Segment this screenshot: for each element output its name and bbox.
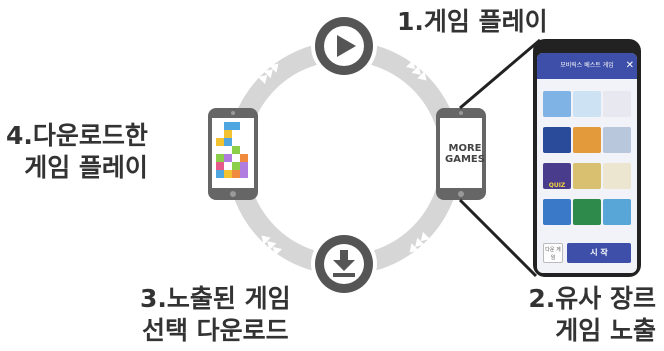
- step-3-label: 3.노출된 게임 선택 다운로드: [140, 283, 291, 347]
- game-thumb[interactable]: [603, 127, 631, 153]
- step-1-label: 1.게임 플레이: [397, 7, 548, 36]
- ring-arrows: [257, 59, 431, 257]
- left-phone: [208, 108, 258, 200]
- game-thumb[interactable]: [603, 91, 631, 117]
- popup-phone: 모비릭스 베스트 게임 ✕ QUIZ 다운 게임 시 작: [533, 39, 641, 277]
- game-thumb[interactable]: [543, 199, 571, 225]
- arrow-top-left: [257, 63, 279, 85]
- start-button[interactable]: 시 작: [567, 243, 631, 263]
- zoom-line-top: [459, 38, 541, 110]
- step-2-line1: 2.유사 장르: [528, 284, 656, 313]
- step-4-label: 4.다운로드한 게임 플레이: [6, 120, 148, 184]
- game-thumb[interactable]: [573, 91, 601, 117]
- game-thumb[interactable]: [603, 163, 631, 189]
- more-games-line2: GAMES: [445, 154, 485, 165]
- arrow-bottom-left: [261, 235, 283, 257]
- step-4-line1: 4.다운로드한: [6, 121, 148, 150]
- game-thumb[interactable]: [573, 127, 601, 153]
- game-thumb[interactable]: [573, 199, 601, 225]
- popup-header-title: 모비릭스 베스트 게임: [560, 62, 614, 69]
- more-games-text: MORE GAMES: [443, 143, 487, 165]
- game-thumb[interactable]: [603, 199, 631, 225]
- step-3-line1: 3.노출된 게임: [140, 284, 291, 313]
- thumb-caption-quiz: QUIZ: [548, 182, 566, 189]
- play-icon: [311, 13, 377, 79]
- download-icon: [311, 231, 377, 297]
- game-thumb[interactable]: [543, 127, 571, 153]
- download-game-button[interactable]: 다운 게임: [543, 243, 563, 263]
- game-thumb[interactable]: [543, 163, 571, 189]
- more-games-line1: MORE: [448, 143, 482, 154]
- arrow-top-right: [405, 59, 427, 81]
- popup-screen: 모비릭스 베스트 게임 ✕ QUIZ 다운 게임 시 작: [537, 53, 637, 273]
- zoom-line-bottom: [458, 198, 538, 278]
- right-phone: [436, 108, 486, 200]
- close-icon[interactable]: ✕: [625, 60, 634, 71]
- step-3-line2: 선택 다운로드: [141, 316, 289, 345]
- game-thumb[interactable]: [573, 163, 601, 189]
- step-2-label: 2.유사 장르 게임 노출: [528, 283, 656, 347]
- popup-header: 모비릭스 베스트 게임 ✕: [537, 53, 637, 79]
- arrow-bottom-right: [409, 231, 431, 253]
- step-2-line2: 게임 노출: [555, 316, 656, 345]
- step-4-line2: 게임 플레이: [24, 153, 148, 182]
- game-thumb[interactable]: [543, 91, 571, 117]
